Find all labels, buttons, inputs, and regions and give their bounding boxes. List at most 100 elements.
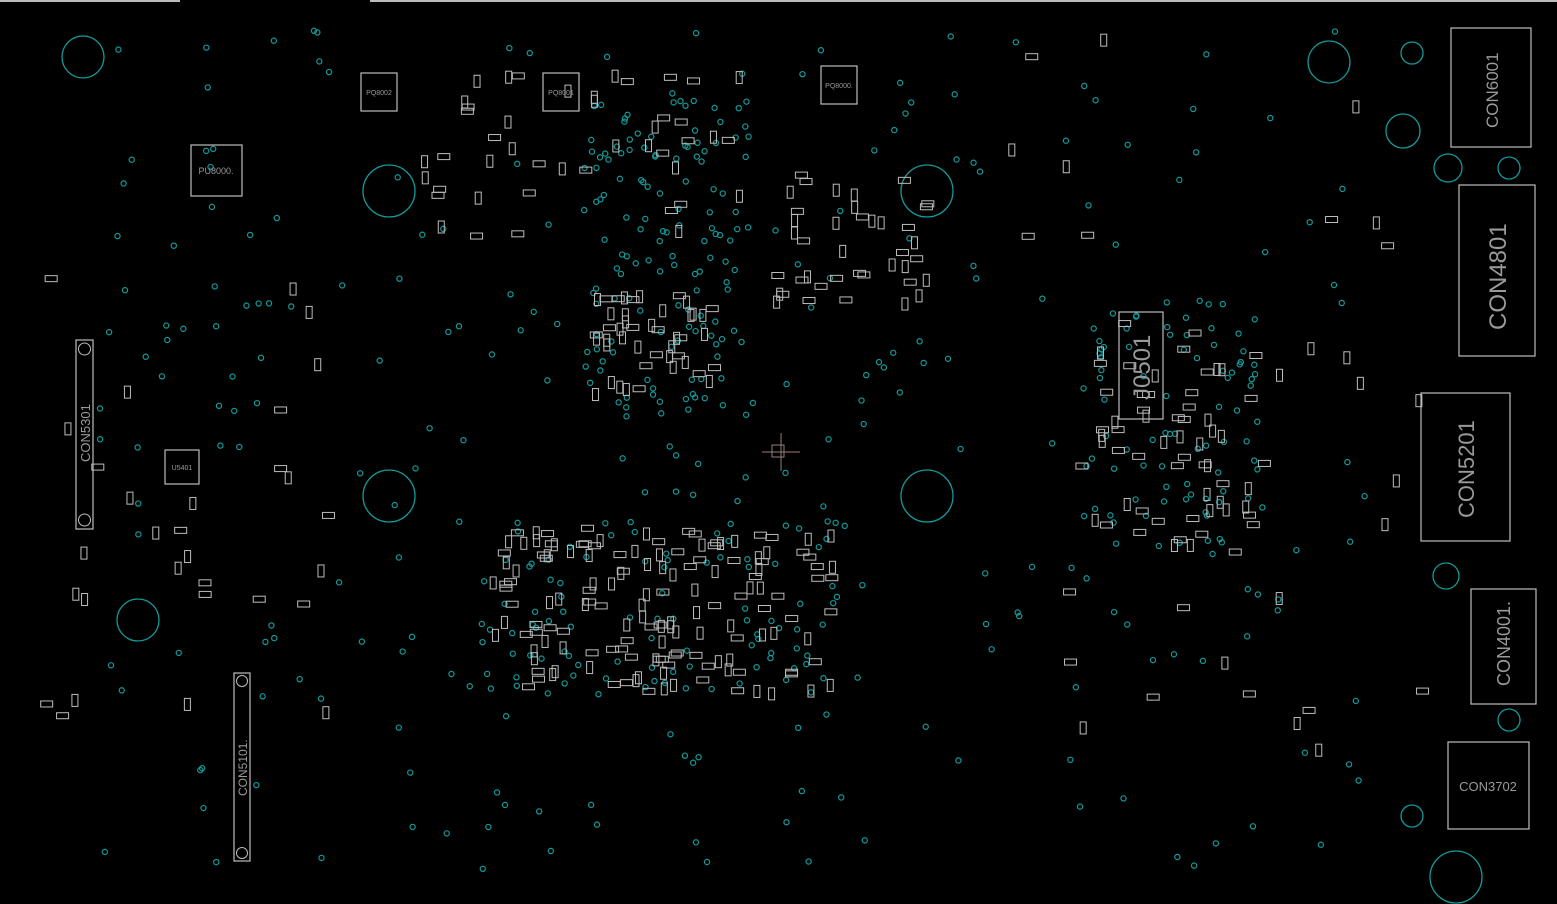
via [1123,325,1130,332]
via [128,156,135,163]
via [200,804,207,812]
part-j0501[interactable]: J0501 [1118,311,1164,420]
smd-part [620,78,634,86]
smd-part [634,671,642,685]
view-scrollbar-left[interactable] [0,0,180,2]
smd-part [1096,346,1104,360]
via [1210,341,1218,349]
via [663,229,670,236]
smd-part [726,653,734,667]
via [180,325,187,332]
via [669,252,676,260]
smd-part [1177,345,1191,353]
via [748,642,755,649]
via [608,338,615,345]
via [530,308,537,316]
part-con3702[interactable]: CON3702 [1447,741,1530,830]
via [1039,295,1046,302]
part-con6001[interactable]: CON6001 [1450,27,1532,148]
via [509,629,516,637]
via [624,111,631,119]
smd-part [644,139,652,153]
smd-part [639,610,647,624]
smd-part [671,548,685,556]
part-u5401[interactable]: U5401 [164,449,200,485]
smd-part [1132,452,1146,460]
via [957,445,964,453]
via [694,139,701,146]
via [875,358,883,366]
smd-part [1063,588,1077,596]
via [719,402,727,409]
view-scrollbar-right[interactable] [370,0,1557,2]
via [682,178,690,185]
part-pq8000[interactable]: PQ8000. [820,65,858,105]
via [118,687,125,694]
smd-part [663,73,677,81]
via [641,489,649,496]
via [1107,512,1114,519]
via [742,474,749,481]
smd-part [532,675,546,683]
mounting-hole [1307,40,1351,84]
smd-part [753,531,767,539]
via [565,652,573,660]
via [339,282,346,289]
smd-part [672,161,680,175]
part-con5101[interactable]: CON5101. [233,672,251,862]
via [1110,465,1118,472]
smd-part [1008,143,1016,157]
via [1120,795,1127,802]
smd-part [510,529,524,537]
smd-part [622,383,630,397]
smd-part [804,632,812,646]
part-con5201[interactable]: CON5201 [1420,392,1511,542]
smd-part [671,352,685,360]
part-pq8001[interactable]: PQ8001 [542,72,580,112]
smd-part [594,602,608,610]
part-con4801[interactable]: CON4801 [1458,184,1536,357]
via [1124,141,1131,148]
via [666,443,673,450]
smd-part [532,526,540,540]
part-label: PQ8001 [548,90,574,97]
smd-part [1352,100,1360,114]
part-con4001[interactable]: CON4001. [1470,588,1537,705]
smd-part [1186,538,1194,552]
via [621,118,628,125]
smd-part [1392,474,1400,488]
smd-part [551,665,559,679]
via [318,854,325,862]
via [982,570,989,577]
via [1124,621,1131,628]
smd-part [522,189,536,197]
smd-part [1021,232,1035,240]
via [691,394,699,401]
mounting-hole [1385,113,1421,149]
smd-part [284,471,292,485]
via [661,564,668,571]
via [1220,488,1227,495]
via [501,801,509,809]
smd-part [701,327,709,341]
part-label: J0501 [1129,335,1156,400]
smd-part [602,324,616,332]
via [1244,495,1252,502]
via [538,655,545,662]
smd-part [1123,362,1137,370]
via [1248,375,1255,383]
part-pq8002[interactable]: PQ8002 [360,72,398,112]
smd-part [1381,518,1389,532]
via [1251,371,1259,378]
part-con5301[interactable]: CON5301 [75,339,94,530]
smd-part [505,70,513,84]
smd-part [673,331,681,345]
via [135,531,142,538]
part-pu8000[interactable]: PU8000. [190,144,243,197]
smd-part [667,620,675,634]
via [443,830,450,837]
smd-part [711,565,719,579]
smd-part [322,706,330,720]
via [677,97,684,105]
